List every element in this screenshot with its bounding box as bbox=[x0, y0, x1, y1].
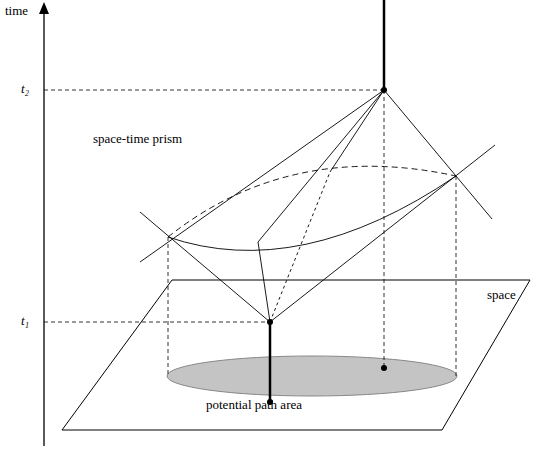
prism-generator bbox=[258, 242, 270, 322]
prism-edge bbox=[140, 212, 270, 322]
region-label: potential path area bbox=[205, 398, 303, 412]
prism-generator bbox=[270, 172, 330, 322]
prism-edge bbox=[384, 90, 492, 219]
space-plane bbox=[62, 280, 530, 430]
anchor-point bbox=[267, 319, 273, 325]
projection-line bbox=[384, 90, 385, 368]
prism-generator bbox=[330, 90, 384, 172]
t1-guide bbox=[44, 322, 270, 323]
time-label: t₁ bbox=[20, 314, 30, 328]
axis-label: space bbox=[486, 288, 517, 302]
axis-label: time bbox=[4, 4, 29, 18]
prism-generator bbox=[258, 90, 384, 242]
prism-waist-front bbox=[168, 176, 456, 250]
projection-line bbox=[456, 176, 457, 376]
location-point bbox=[381, 365, 387, 371]
t2-guide bbox=[44, 90, 384, 91]
potential-path-ellipse bbox=[167, 356, 457, 396]
activity-line bbox=[383, 0, 386, 90]
prism-edge bbox=[270, 145, 495, 322]
time-axis-arrowhead bbox=[39, 2, 49, 14]
projection-line bbox=[168, 237, 169, 376]
region-label: space-time prism bbox=[92, 132, 183, 146]
activity-line bbox=[269, 322, 272, 402]
anchor-point bbox=[381, 87, 387, 93]
time-axis bbox=[43, 10, 44, 446]
time-label: t₂ bbox=[20, 82, 30, 96]
prism-edge bbox=[140, 90, 384, 262]
